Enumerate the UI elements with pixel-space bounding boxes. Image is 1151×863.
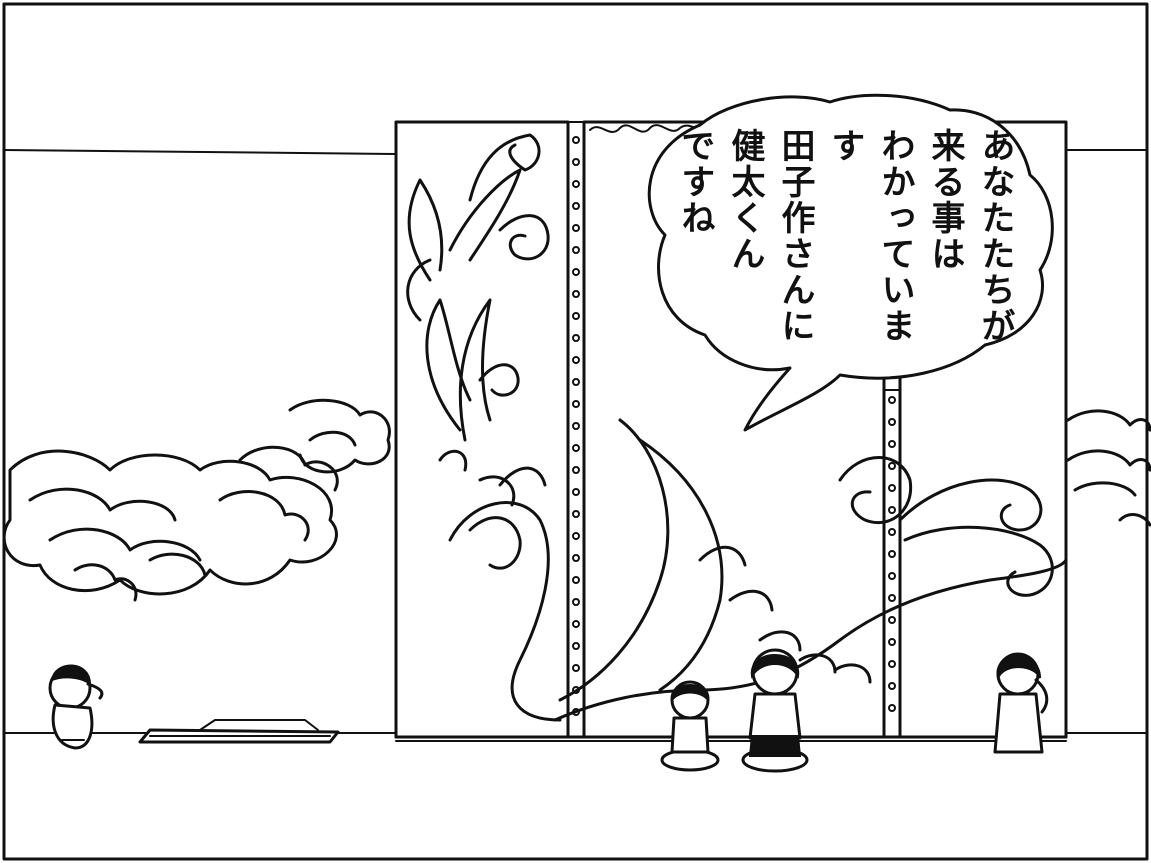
screen-hinge-2: [883, 389, 901, 738]
wall-top-line-left: [3, 149, 397, 155]
hinge-dot: [888, 594, 896, 602]
hinge-dot: [572, 510, 580, 518]
hinge-dot: [572, 268, 580, 276]
flame-swirl-decoration: [406, 133, 550, 472]
hinge-dot: [888, 528, 896, 536]
hinge-dot: [572, 356, 580, 364]
hinge-dot: [572, 576, 580, 584]
hinge-dot: [888, 682, 896, 690]
cloud-pattern-right: [1066, 409, 1151, 527]
kneeling-girl-left: [48, 664, 104, 750]
speech-line-5: 健太くん: [725, 128, 765, 272]
hinge-dot: [888, 616, 896, 624]
speech-line-3: わかっています: [825, 128, 915, 344]
hinge-dot: [888, 462, 896, 470]
hinge-dot: [572, 532, 580, 540]
hinge-dot: [572, 620, 580, 628]
speech-line-2: 来る事は: [925, 128, 965, 272]
hinge-dot: [572, 224, 580, 232]
hinge-dot: [572, 554, 580, 562]
hinge-dot: [572, 312, 580, 320]
speech-line-6: ですね: [675, 128, 715, 236]
hinge-dots: [572, 136, 896, 716]
hinge-dot: [572, 598, 580, 606]
kneeling-girl-right: [993, 652, 1049, 754]
hinge-dot: [888, 440, 896, 448]
hinge-dot: [888, 638, 896, 646]
speech-line-1: あなたたちが: [975, 128, 1015, 344]
hinge-dot: [572, 444, 580, 452]
hinge-dot: [572, 202, 580, 210]
hinge-dot: [888, 506, 896, 514]
screen-top-ornament: [589, 124, 706, 133]
screen-panel-1: [394, 120, 570, 739]
hinge-dot: [572, 290, 580, 298]
phoenix-painting: [448, 418, 1068, 722]
hinge-dot: [888, 572, 896, 580]
hinge-dot: [572, 136, 580, 144]
speech-bubble: [647, 93, 1054, 432]
hinge-dot: [572, 378, 580, 386]
hinge-dot: [888, 660, 896, 668]
tall-boy-on-cushion: [741, 648, 809, 773]
cloud-pattern-left: [2, 398, 391, 602]
hinge-dot: [888, 484, 896, 492]
hinge-dot: [888, 418, 896, 426]
hinge-dot: [572, 488, 580, 496]
hinge-dot: [572, 180, 580, 188]
koto-instrument: [138, 719, 340, 744]
hinge-dot: [572, 158, 580, 166]
hinge-dot: [572, 664, 580, 672]
hinge-dot: [888, 704, 896, 712]
hinge-dot: [572, 422, 580, 430]
small-boy-on-cushion: [660, 680, 720, 772]
speech-text: あなたたちが 来る事は わかっています 田子作さんに 健太くん ですね: [675, 128, 1020, 368]
hinge-dot: [888, 550, 896, 558]
hinge-dot: [572, 334, 580, 342]
hinge-dot: [572, 642, 580, 650]
speech-line-4: 田子作さんに: [775, 128, 815, 344]
hinge-dot: [572, 400, 580, 408]
hinge-dot: [572, 246, 580, 254]
hinge-dot: [572, 466, 580, 474]
hinge-dot: [888, 396, 896, 404]
